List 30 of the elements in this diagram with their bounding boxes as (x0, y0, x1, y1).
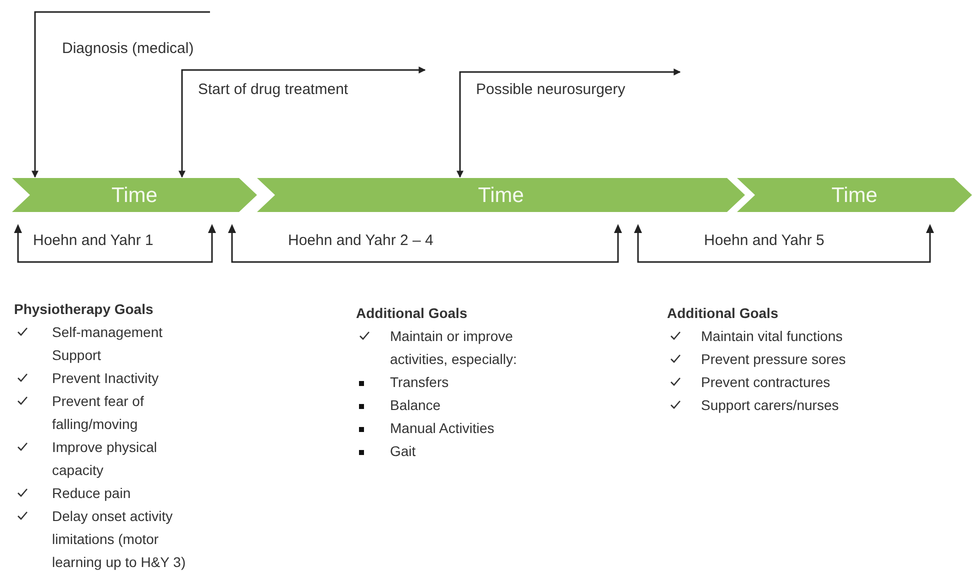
goal-item: Delay onset activity limitations (motor learning up to H&Y 3) (52, 507, 187, 571)
goal-item: Prevent Inactivity (52, 369, 160, 388)
arrow (32, 11, 210, 178)
goal-item: Gait (390, 442, 417, 461)
stage-label: Hoehn and Yahr 5 (704, 231, 824, 251)
stage-label: Hoehn and Yahr 1 (33, 231, 154, 251)
goals-heading: Additional Goals (667, 304, 780, 323)
timeline-label: Time (832, 184, 878, 206)
edge-label: Start of drug treatment (198, 80, 348, 100)
stage-label: Hoehn and Yahr 2 – 4 (288, 231, 434, 251)
timeline-label: Time (112, 184, 158, 206)
goal-item: Improve physical capacity (52, 438, 158, 480)
arrow (178, 66, 426, 178)
goal-item: Prevent contractures (701, 373, 832, 392)
goal-item: Transfers (390, 373, 450, 392)
timeline-label: Time (478, 184, 524, 206)
goal-item: Support carers/nurses (701, 396, 840, 415)
edge-label: Diagnosis (medical) (62, 39, 194, 59)
edge-label: Possible neurosurgery (476, 80, 626, 100)
goals-heading: Additional Goals (356, 304, 468, 323)
goal-item: Reduce pain (52, 484, 132, 503)
goal-item: Maintain vital functions (701, 327, 844, 346)
goal-item: Manual Activities (390, 419, 496, 438)
goal-item: Balance (390, 396, 442, 415)
goal-item: Maintain or improve activities, especially: (390, 327, 518, 369)
goal-item: Prevent fear of falling/moving (52, 392, 145, 434)
goals-heading: Physiotherapy Goals (14, 300, 154, 319)
arrow (456, 68, 681, 178)
goal-item: Self-management Support (52, 323, 164, 365)
goal-item: Prevent pressure sores (701, 350, 847, 369)
